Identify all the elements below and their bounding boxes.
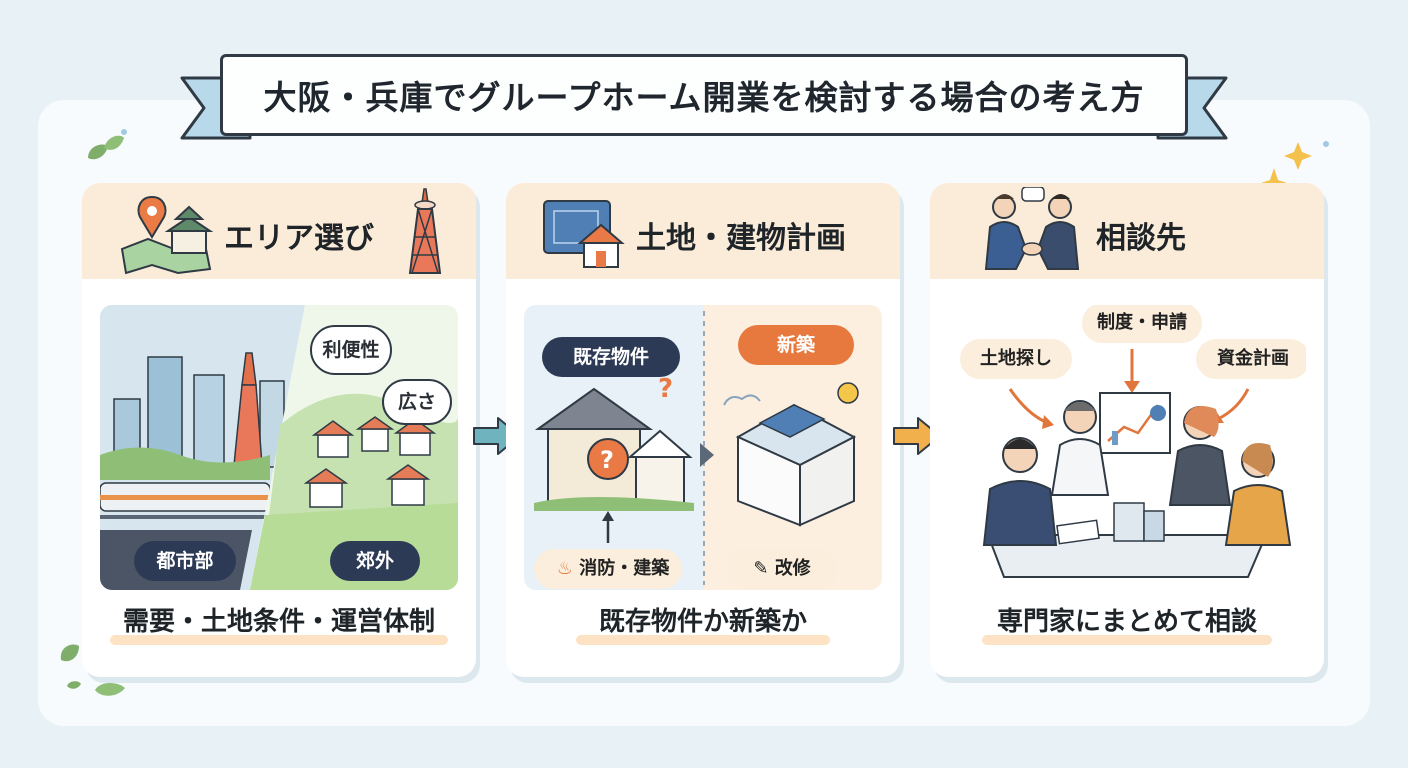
- handshake-icon: [984, 187, 1080, 270]
- card-title: 土地・建物計画: [636, 221, 846, 256]
- title-banner: 大阪・兵庫でグループホーム開業を検討する場合の考え方: [180, 50, 1230, 155]
- card-title: 相談先: [1096, 221, 1186, 256]
- leaf-icon: [88, 129, 127, 160]
- svg-text:?: ?: [658, 374, 673, 404]
- space-bubble: 広さ: [382, 379, 452, 425]
- page-title: 大阪・兵庫でグループホーム開業を検討する場合の考え方: [263, 78, 1145, 117]
- fire-icon: ♨: [556, 558, 573, 579]
- convenience-bubble: 利便性: [310, 325, 392, 375]
- renovation-check: ✎ 改修: [726, 549, 838, 589]
- fire-building-check: ♨ 消防・建築: [534, 549, 682, 589]
- build-options-illustration: ? ? 既存物件 新築 ♨ 消防・建築 ✎ 改修: [524, 305, 882, 590]
- document-edit-icon: ✎: [753, 558, 769, 579]
- card-title: エリア選び: [224, 221, 374, 256]
- card-caption: 需要・土地条件・運営体制: [122, 607, 435, 637]
- card-area-selection: エリア選び: [82, 183, 476, 677]
- svg-text:?: ?: [600, 446, 614, 474]
- topic-land-search: 土地探し: [960, 339, 1072, 379]
- card-caption: 既存物件か新築か: [598, 607, 807, 637]
- card-land-building: 土地・建物計画 ? ? 既存物件 新築: [506, 183, 900, 677]
- suburban-label: 郊外: [330, 541, 420, 581]
- port-tower-icon: [408, 188, 442, 274]
- card-caption: 専門家にまとめて相談: [996, 607, 1257, 637]
- caption-highlight: [110, 635, 448, 645]
- area-illustration: 利便性 広さ 都市部 郊外: [100, 305, 458, 590]
- existing-property-label: 既存物件: [542, 337, 680, 377]
- experts-illustration: 制度・申請 土地探し 資金計画: [948, 305, 1306, 590]
- leaf-icon: [60, 644, 125, 696]
- topic-funding-plan: 資金計画: [1196, 339, 1306, 379]
- flow-arrow-icon: [893, 417, 941, 455]
- card-consultation: 相談先: [930, 183, 1324, 677]
- check-label: 改修: [774, 558, 811, 579]
- caption-highlight: [576, 635, 830, 645]
- caption-highlight: [982, 635, 1272, 645]
- check-label: 消防・建築: [579, 558, 670, 579]
- topic-system-application: 制度・申請: [1082, 305, 1202, 343]
- blueprint-house-icon: [543, 200, 625, 268]
- urban-label: 都市部: [134, 541, 236, 581]
- city-suburb-scene: [100, 305, 458, 590]
- map-pin-castle-icon: [120, 195, 214, 275]
- title-box: 大阪・兵庫でグループホーム開業を検討する場合の考え方: [220, 54, 1188, 136]
- new-build-label: 新築: [738, 325, 854, 365]
